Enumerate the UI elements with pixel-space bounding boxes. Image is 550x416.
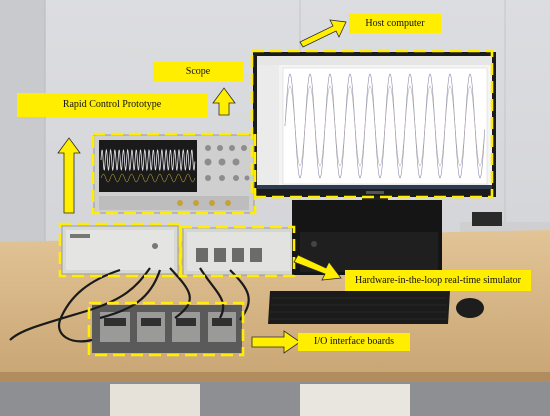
rcp-arrow bbox=[57, 137, 81, 214]
hil-ports bbox=[196, 248, 262, 262]
label-boxes bbox=[17, 14, 531, 351]
rcp-highlight bbox=[58, 222, 183, 278]
scope-connectors bbox=[177, 200, 231, 206]
screen-toolbar bbox=[257, 56, 492, 65]
arrows bbox=[57, 19, 347, 354]
rcp-connector bbox=[152, 243, 158, 249]
scope-label: Scope bbox=[185, 65, 211, 77]
router-box bbox=[472, 212, 502, 226]
io-arrow bbox=[251, 330, 301, 354]
scope-knobs bbox=[204, 145, 250, 181]
pc-front bbox=[300, 232, 438, 272]
host-label-bg bbox=[349, 14, 441, 33]
highlight-boxes bbox=[58, 49, 494, 357]
hil-label-bg bbox=[345, 270, 531, 291]
screen-sidebar bbox=[257, 65, 279, 189]
io-terminal-blocks bbox=[100, 312, 236, 342]
io-connectors bbox=[104, 318, 232, 326]
monitor-logo bbox=[366, 191, 384, 194]
hil-highlight bbox=[178, 225, 296, 278]
mouse bbox=[456, 298, 484, 318]
scope-base bbox=[99, 196, 249, 210]
scope-trace bbox=[100, 173, 196, 183]
io-interface-boards-label: I/O interface boards bbox=[314, 336, 394, 347]
storage-box bbox=[110, 384, 200, 416]
sine-waveform bbox=[284, 85, 485, 167]
taskbar bbox=[257, 185, 492, 189]
hil-arrow bbox=[293, 254, 342, 281]
io-label-bg bbox=[298, 333, 410, 351]
pc-power-button bbox=[311, 241, 317, 247]
io-highlight bbox=[87, 301, 245, 357]
scope-highlight bbox=[91, 132, 257, 215]
rcp-label-bg bbox=[17, 93, 207, 117]
scope-label-bg bbox=[153, 62, 243, 81]
keyboard-keys bbox=[270, 297, 447, 320]
rapid-control-prototype-label: Rapid Control Prototype bbox=[62, 99, 162, 110]
wall-panel bbox=[0, 0, 45, 250]
host-computer-label: Host computer bbox=[365, 17, 425, 29]
rcp-badge bbox=[70, 234, 90, 238]
scope-arrow bbox=[212, 87, 236, 116]
hil-simulator-label: Hardware-in-the-loop real-time simulator bbox=[354, 274, 522, 286]
desk-edge bbox=[0, 372, 550, 382]
screen-plot bbox=[282, 67, 488, 185]
keyboard bbox=[268, 291, 450, 324]
storage-box bbox=[300, 384, 410, 416]
host-arrow bbox=[299, 19, 347, 48]
host-computer-highlight bbox=[250, 49, 494, 199]
under-desk bbox=[0, 382, 550, 416]
scope-trace bbox=[100, 148, 196, 172]
